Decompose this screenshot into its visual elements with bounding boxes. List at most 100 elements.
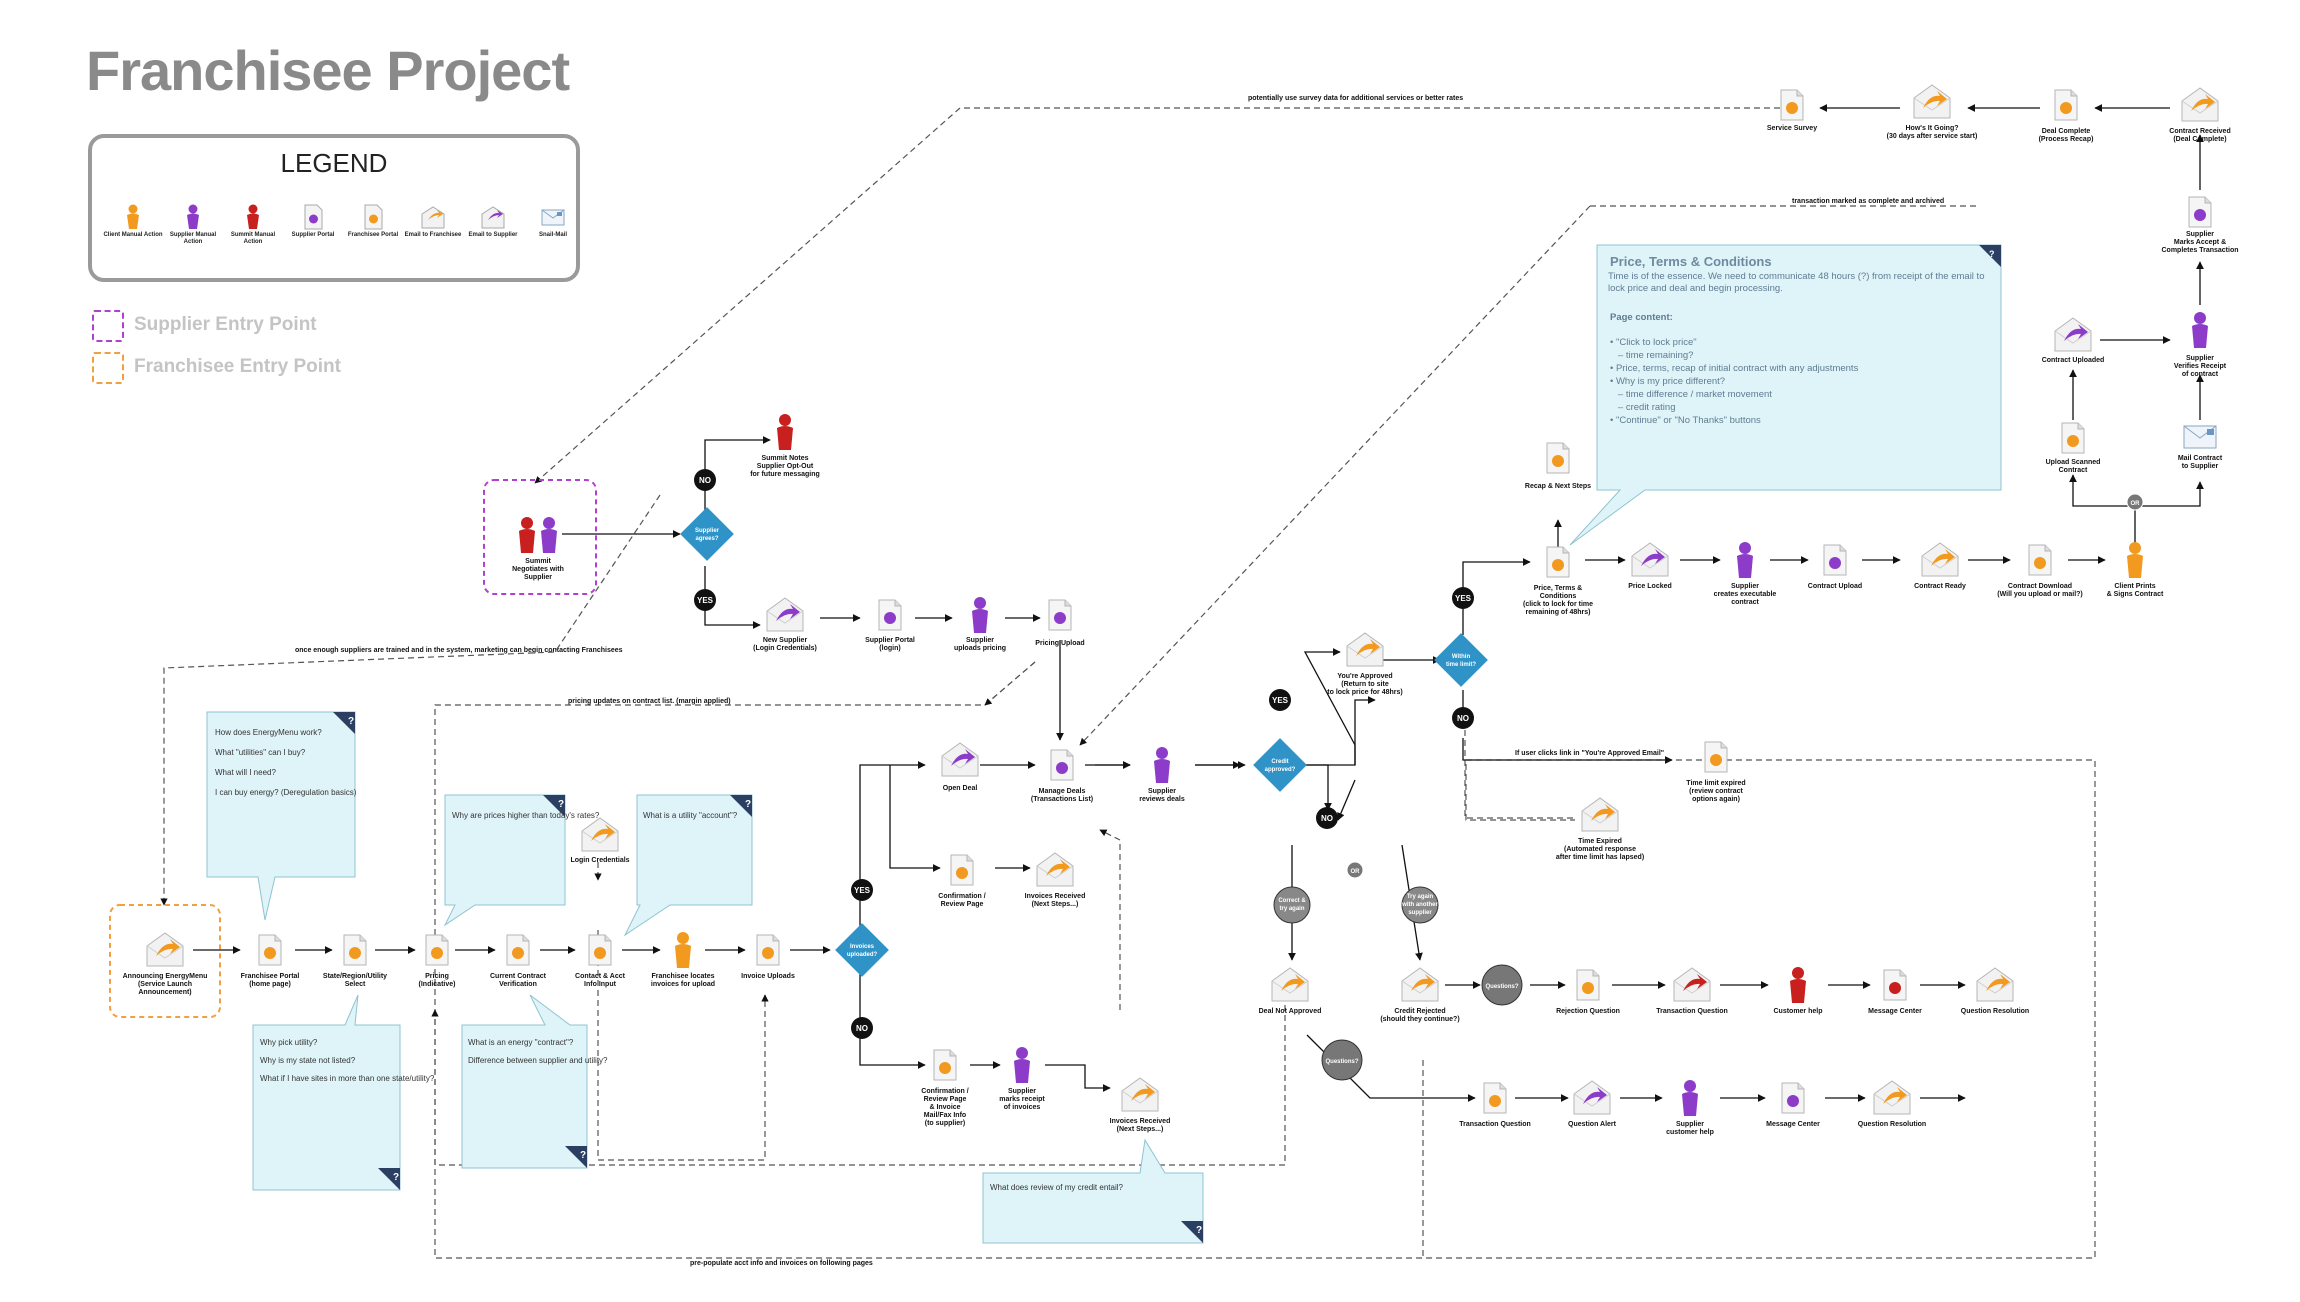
note-contract-questions: What is an energy "contract"? Difference… (461, 994, 608, 1169)
price-panel-intro: Time is of the essence. We need to commu… (1608, 271, 1985, 294)
yes-badge-2: YES (851, 879, 873, 901)
svg-text:Contract Upload: Contract Upload (1808, 583, 1862, 590)
person-orange-icon (127, 204, 139, 229)
svg-text:New Supplier(Login Credentials: New Supplier(Login Credentials) (753, 637, 817, 652)
document-orange-icon (364, 204, 383, 230)
svg-text:NO: NO (1457, 714, 1469, 723)
franchisee-entry-swatch (92, 352, 124, 384)
svg-text:Pricing(Indicative): Pricing(Indicative) (419, 973, 456, 988)
legend-title: LEGEND (280, 148, 388, 178)
svg-text:Invoices Received(Next Steps..: Invoices Received(Next Steps...) (1110, 1118, 1171, 1133)
svg-text:Pricing Upload: Pricing Upload (1035, 640, 1084, 647)
contract-ready-node: Contract Ready (1914, 542, 1966, 590)
svg-text:What is an energy "contract"?: What is an energy "contract"? (468, 1038, 574, 1047)
legend-item-email-supplier: Email to Supplier (462, 204, 524, 239)
no-badge-2: NO (851, 1017, 873, 1039)
svg-text:Login Credentials: Login Credentials (570, 857, 629, 864)
svg-text:Customer help: Customer help (1773, 1008, 1822, 1015)
no-badge-3: NO (1316, 807, 1338, 829)
deal-not-approved-node: Deal Not Approved (1259, 967, 1321, 1015)
open-deal-node: Open Deal (941, 742, 979, 792)
svg-text:Message Center: Message Center (1868, 1008, 1922, 1015)
annotation-once-enough: once enough suppliers are trained and in… (295, 647, 623, 654)
supplier-portal-login-node: Supplier Portal(login) (865, 599, 915, 652)
no-badge-4: NO (1452, 707, 1474, 729)
svg-text:NO: NO (1321, 814, 1333, 823)
svg-text:What "utilities" can I buy?: What "utilities" can I buy? (215, 748, 306, 757)
recap-next-node: Recap & Next Steps (1525, 442, 1591, 490)
annotation-pricing-updates: pricing updates on contract list. (margi… (568, 698, 731, 705)
svg-text:Service Survey: Service Survey (1767, 125, 1817, 132)
svg-text:NO: NO (699, 476, 711, 485)
within-time-decision: Within time limit? (1434, 633, 1488, 687)
svg-text:time limit?: time limit? (1446, 662, 1476, 668)
svg-text:Supplier: Supplier (695, 528, 720, 534)
annotation-pre-populate: pre-populate acct info and invoices on f… (690, 1260, 873, 1267)
service-survey-node: Service Survey (1767, 89, 1817, 132)
svg-text:Within: Within (1452, 654, 1471, 660)
franchisee-entry-box (109, 904, 221, 1018)
price-panel-line: • "Continue" or "No Thanks" buttons (1610, 415, 1761, 426)
svg-text:Confirmation /Review Page: Confirmation /Review Page (938, 893, 985, 908)
svg-text:Why pick utility?: Why pick utility? (260, 1038, 318, 1047)
new-supplier-node: New Supplier(Login Credentials) (753, 597, 817, 652)
legend-item-summit: Summit Manual Action (222, 204, 284, 246)
supplier-entry-box (483, 479, 597, 595)
yes-badge-3: YES (1269, 689, 1291, 711)
annotation-if-user-clicks: If user clicks link in "You're Approved … (1515, 750, 1664, 757)
legend-item-supplier-portal: Supplier Portal (282, 204, 344, 239)
svg-text:YES: YES (1455, 594, 1472, 603)
svg-text:Question Resolution: Question Resolution (1961, 1008, 2029, 1015)
invoice-uploads-node: Invoice Uploads (741, 934, 795, 980)
price-panel-title: Price, Terms & Conditions (1610, 254, 1772, 269)
price-panel-line: • Why is my price different? (1610, 376, 1725, 387)
confirmation-review-node: Confirmation /Review Page (938, 854, 986, 908)
legend-item-supplier: Supplier Manual Action (162, 204, 224, 246)
legend-item-email-franchisee: Email to Franchisee (402, 204, 464, 239)
invoices-received-next-node: Invoices Received(Next Steps...) (1025, 852, 1085, 908)
svg-text:approved?: approved? (1265, 767, 1296, 773)
price-terms-panel: ? (1569, 244, 2002, 546)
price-terms-node: Price, Terms &Conditions(click to lock f… (1523, 546, 1593, 616)
questions-2-node: Questions? (1321, 1039, 1363, 1081)
transaction-question-2-node: Transaction Question (1459, 1082, 1531, 1128)
svg-text:YES: YES (854, 886, 871, 895)
legend: LEGEND Client Manual Action Supplier Man… (88, 134, 580, 282)
correct-try-node: Correct &try again (1273, 886, 1311, 924)
price-panel-line: – credit rating (1610, 402, 1675, 413)
page-title: Franchisee Project (86, 39, 570, 102)
svg-text:Announcing EnergyMenu(Service: Announcing EnergyMenu(Service LaunchAnno… (123, 973, 208, 996)
price-panel-line: – time difference / market movement (1610, 389, 1772, 400)
annotation-survey: potentially use survey data for addition… (1248, 95, 1463, 102)
question-alert-node: Question Alert (1568, 1080, 1617, 1128)
svg-text:YES: YES (1272, 696, 1289, 705)
document-purple-icon (304, 204, 323, 230)
price-locked-node: Price Locked (1628, 542, 1672, 590)
note-utility-questions: What is a utility "account"? (623, 794, 753, 937)
svg-text:Rejection Question: Rejection Question (1556, 1008, 1620, 1015)
svg-text:Invoice Uploads: Invoice Uploads (741, 973, 795, 980)
login-credentials-node: Login Credentials (570, 817, 630, 864)
svg-text:Correct &: Correct & (1278, 898, 1306, 904)
legend-item-client: Client Manual Action (102, 204, 164, 239)
